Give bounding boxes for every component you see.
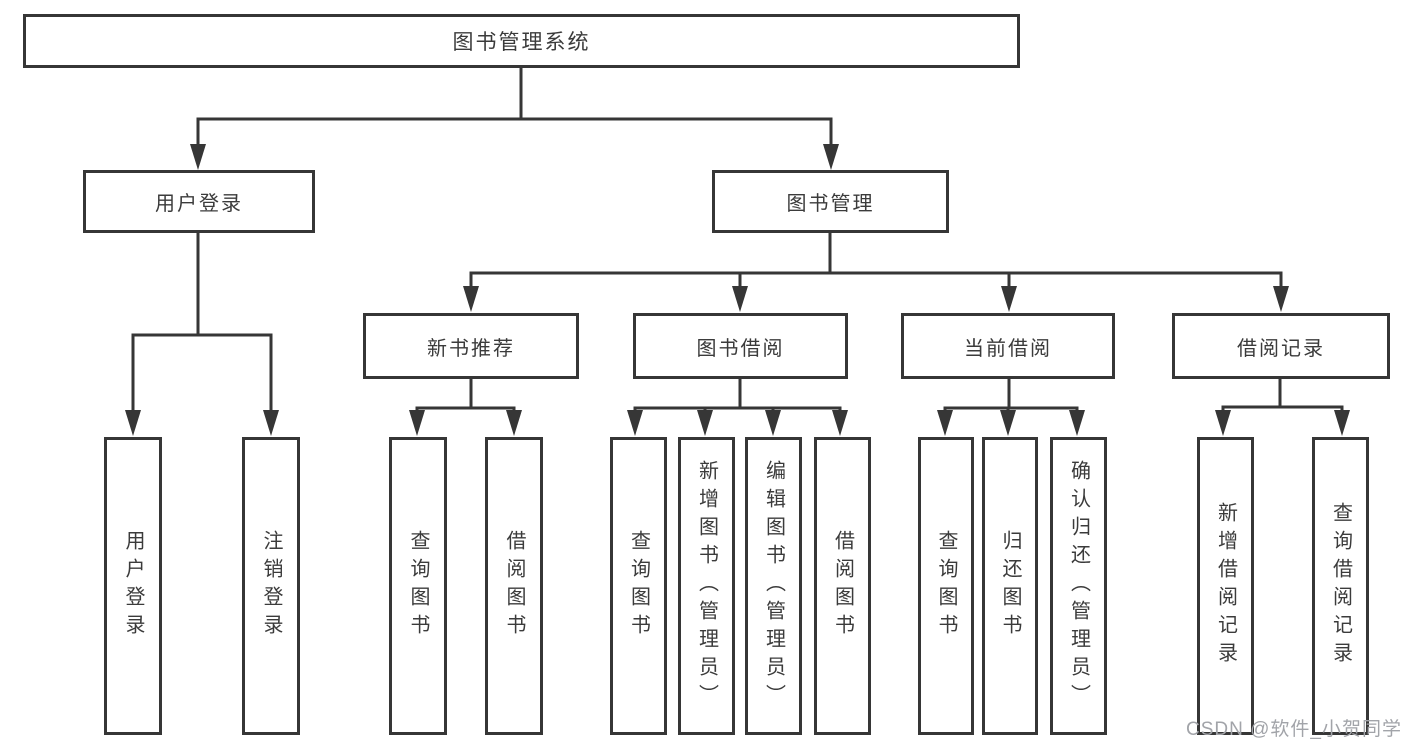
node-borrow-record-label: 借阅记录: [1237, 337, 1325, 360]
leaf-confirm-return-admin-label: 确认归还（管理员）: [1067, 460, 1090, 712]
arrowheads: [125, 144, 1350, 436]
node-root-label: 图书管理系统: [452, 31, 591, 54]
node-book-management: 图书管理: [712, 170, 949, 233]
leaf-add-book-admin-label: 新增图书（管理员）: [695, 460, 718, 712]
node-root: 图书管理系统: [23, 14, 1020, 68]
leaf-edit-book-admin: 编辑图书（管理员）: [745, 437, 802, 735]
leaf-query-borrow-record: 查询借阅记录: [1312, 437, 1369, 735]
leaf-borrow-book: 借阅图书: [814, 437, 871, 735]
leaf-query-book-current: 查询图书: [918, 437, 974, 735]
leaf-add-book-admin: 新增图书（管理员）: [678, 437, 735, 735]
node-user-login-label: 用户登录: [155, 193, 243, 215]
leaf-user-login-label: 用户登录: [122, 530, 144, 642]
leaf-user-login: 用户登录: [104, 437, 162, 735]
node-current-borrow-label: 当前借阅: [964, 337, 1052, 360]
leaf-logout: 注销登录: [242, 437, 300, 735]
leaf-query-book-recommend-label: 查询图书: [407, 530, 429, 642]
leaf-borrow-book-label: 借阅图书: [831, 530, 854, 642]
leaf-borrow-book-recommend: 借阅图书: [485, 437, 543, 735]
leaf-logout-label: 注销登录: [260, 530, 282, 642]
leaf-edit-book-admin-label: 编辑图书（管理员）: [762, 460, 785, 712]
leaf-query-borrow-record-label: 查询借阅记录: [1329, 502, 1352, 670]
node-new-book-recommend: 新书推荐: [363, 313, 579, 379]
leaf-add-borrow-record-label: 新增借阅记录: [1214, 502, 1237, 670]
leaf-query-book-borrow: 查询图书: [610, 437, 667, 735]
node-book-borrow: 图书借阅: [633, 313, 848, 379]
node-user-login: 用户登录: [83, 170, 315, 233]
node-book-borrow-label: 图书借阅: [696, 337, 785, 360]
node-new-book-recommend-label: 新书推荐: [427, 337, 515, 360]
watermark: CSDN @软件_小贺同学: [1186, 719, 1402, 740]
leaf-query-book-current-label: 查询图书: [935, 530, 957, 642]
leaf-add-borrow-record: 新增借阅记录: [1197, 437, 1254, 735]
leaf-query-book-recommend: 查询图书: [389, 437, 447, 735]
leaf-return-book: 归还图书: [982, 437, 1038, 735]
leaf-confirm-return-admin: 确认归还（管理员）: [1050, 437, 1107, 735]
leaf-query-book-borrow-label: 查询图书: [627, 530, 650, 642]
node-current-borrow: 当前借阅: [901, 313, 1115, 379]
node-book-management-label: 图书管理: [786, 193, 875, 215]
leaf-borrow-book-recommend-label: 借阅图书: [503, 530, 525, 642]
leaf-return-book-label: 归还图书: [999, 530, 1021, 642]
node-borrow-record: 借阅记录: [1172, 313, 1390, 379]
